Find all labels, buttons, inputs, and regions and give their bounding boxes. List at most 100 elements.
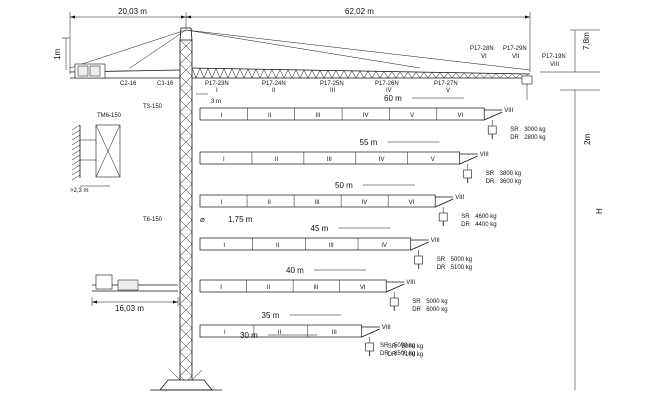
base-detail: 16,03 m bbox=[91, 274, 179, 313]
dr-value: 6000 kg bbox=[426, 307, 447, 313]
jib-segment-label: I bbox=[224, 330, 226, 336]
height-dim: H bbox=[595, 208, 604, 214]
jib-length-label: 55 m bbox=[360, 138, 378, 147]
label-c1: C1-16 bbox=[157, 81, 174, 87]
jib-body bbox=[199, 324, 363, 338]
jib-segment-label: II bbox=[276, 243, 280, 249]
jib-segment-label: II bbox=[267, 285, 271, 291]
jib-length-label: 50 m bbox=[335, 181, 353, 190]
hook-block bbox=[487, 125, 497, 135]
jib-body bbox=[199, 194, 436, 208]
hook-block bbox=[389, 297, 399, 307]
dr-label: DR bbox=[486, 179, 495, 185]
jib-length-label: 35 m bbox=[262, 311, 280, 320]
jib-tip-label: VIII bbox=[480, 152, 489, 158]
hook-block bbox=[438, 212, 448, 222]
jib-total-length: 62,02 m bbox=[345, 7, 374, 16]
label-p28: P17-28N bbox=[470, 46, 494, 52]
jib-tip-label: VIII bbox=[382, 325, 391, 331]
label-p25: P17-25N bbox=[320, 81, 344, 87]
jib-segment-label: II bbox=[278, 330, 282, 336]
jib-length-label: 30 m bbox=[240, 331, 258, 340]
jib-segment-label: IV bbox=[363, 113, 369, 119]
jib-segment-label: VI bbox=[458, 113, 464, 119]
diameter-dim: 1,75 m bbox=[228, 215, 253, 224]
jib-segment-label: III bbox=[313, 285, 318, 291]
tower-annotations: T3-150 T6-150 3 m ⌀ 1,75 m bbox=[143, 93, 253, 224]
dr-label: DR bbox=[388, 352, 397, 358]
sr-value: 5000 kg bbox=[394, 343, 415, 349]
jib-tip-label: VIII bbox=[406, 280, 415, 286]
diameter-symbol: ⌀ bbox=[200, 215, 205, 224]
jib-segment-label: IV bbox=[381, 243, 387, 249]
wall-gap-dim: >2,3 m bbox=[70, 188, 89, 194]
sr-value: 5000 kg bbox=[426, 299, 447, 305]
jib-tip-label: VIII bbox=[455, 195, 464, 201]
dr-value: 3600 kg bbox=[500, 179, 521, 185]
dr-label: DR bbox=[461, 222, 470, 228]
jib-segment-label: III bbox=[329, 243, 334, 249]
jib-length-label: 40 m bbox=[286, 266, 304, 275]
dr-label: DR bbox=[437, 265, 446, 271]
counter-jib-length: 20,03 m bbox=[118, 7, 147, 16]
jib-segment-label: V bbox=[410, 113, 414, 119]
label-t3: T3-150 bbox=[143, 104, 163, 110]
dr-value: 4400 kg bbox=[475, 222, 496, 228]
dr-value: 2800 kg bbox=[524, 135, 545, 141]
sr-label: SR bbox=[380, 343, 389, 349]
counter-jib: C2-16 C1-16 bbox=[69, 29, 187, 87]
jib-segment-label: V bbox=[431, 157, 435, 163]
jib-segment-label: IV bbox=[379, 157, 385, 163]
sr-value: 4600 kg bbox=[475, 214, 496, 220]
jib-segment-label: II bbox=[275, 157, 279, 163]
jib-segment-label: II bbox=[268, 113, 272, 119]
jib-segment-label: III bbox=[315, 113, 320, 119]
jib-length-label: 45 m bbox=[311, 224, 329, 233]
label-p23: P17-23N bbox=[205, 81, 229, 87]
label-r3: III bbox=[330, 88, 335, 94]
sr-value: 3800 kg bbox=[500, 171, 521, 177]
jib-segment-label: I bbox=[221, 113, 223, 119]
right-dimensions: 7,8m 2m H bbox=[540, 29, 604, 390]
wall-tie-detail: TM6-150 >2,3 m bbox=[70, 113, 122, 194]
label-tm6: TM6-150 bbox=[97, 113, 122, 119]
dr-value: 5100 kg bbox=[451, 265, 472, 271]
sr-label: SR bbox=[437, 257, 446, 263]
label-r7: VII bbox=[512, 54, 520, 60]
sr-value: 3000 kg bbox=[524, 127, 545, 133]
section-dim: 2m bbox=[583, 134, 592, 145]
side-gap-dim: 3 m bbox=[211, 99, 221, 105]
jib-segment-label: I bbox=[223, 157, 225, 163]
label-r1: I bbox=[216, 88, 218, 94]
main-jib bbox=[185, 29, 533, 100]
label-r8: VIII bbox=[550, 62, 559, 68]
jib-length-label: 60 m bbox=[384, 94, 402, 103]
label-p19: P17-19N bbox=[542, 54, 566, 60]
jib-segment-label: I bbox=[220, 285, 222, 291]
sr-label: SR bbox=[388, 344, 397, 350]
crane-tower bbox=[150, 27, 222, 391]
jib-segment-label: VI bbox=[360, 285, 366, 291]
base-width-dim: 16,03 m bbox=[115, 304, 144, 313]
sr-label: SR bbox=[461, 214, 470, 220]
jib-body bbox=[199, 151, 461, 165]
jib-tip-label: VIII bbox=[504, 108, 513, 114]
jib-segment-label: II bbox=[268, 200, 272, 206]
jib-segment-label: IV bbox=[362, 200, 368, 206]
dr-label: DR bbox=[510, 135, 519, 141]
dr-value: 7100 kg bbox=[402, 352, 423, 358]
hook-block bbox=[414, 255, 424, 265]
jib-segment-label: III bbox=[315, 200, 320, 206]
jib-segment-label: III bbox=[332, 330, 337, 336]
label-p27: P17-27N bbox=[434, 81, 458, 87]
jib-segment-label: III bbox=[327, 157, 332, 163]
top-height-label: 1m bbox=[53, 49, 62, 60]
label-r5: V bbox=[446, 88, 450, 94]
sr-value: 5000 kg bbox=[451, 257, 472, 263]
